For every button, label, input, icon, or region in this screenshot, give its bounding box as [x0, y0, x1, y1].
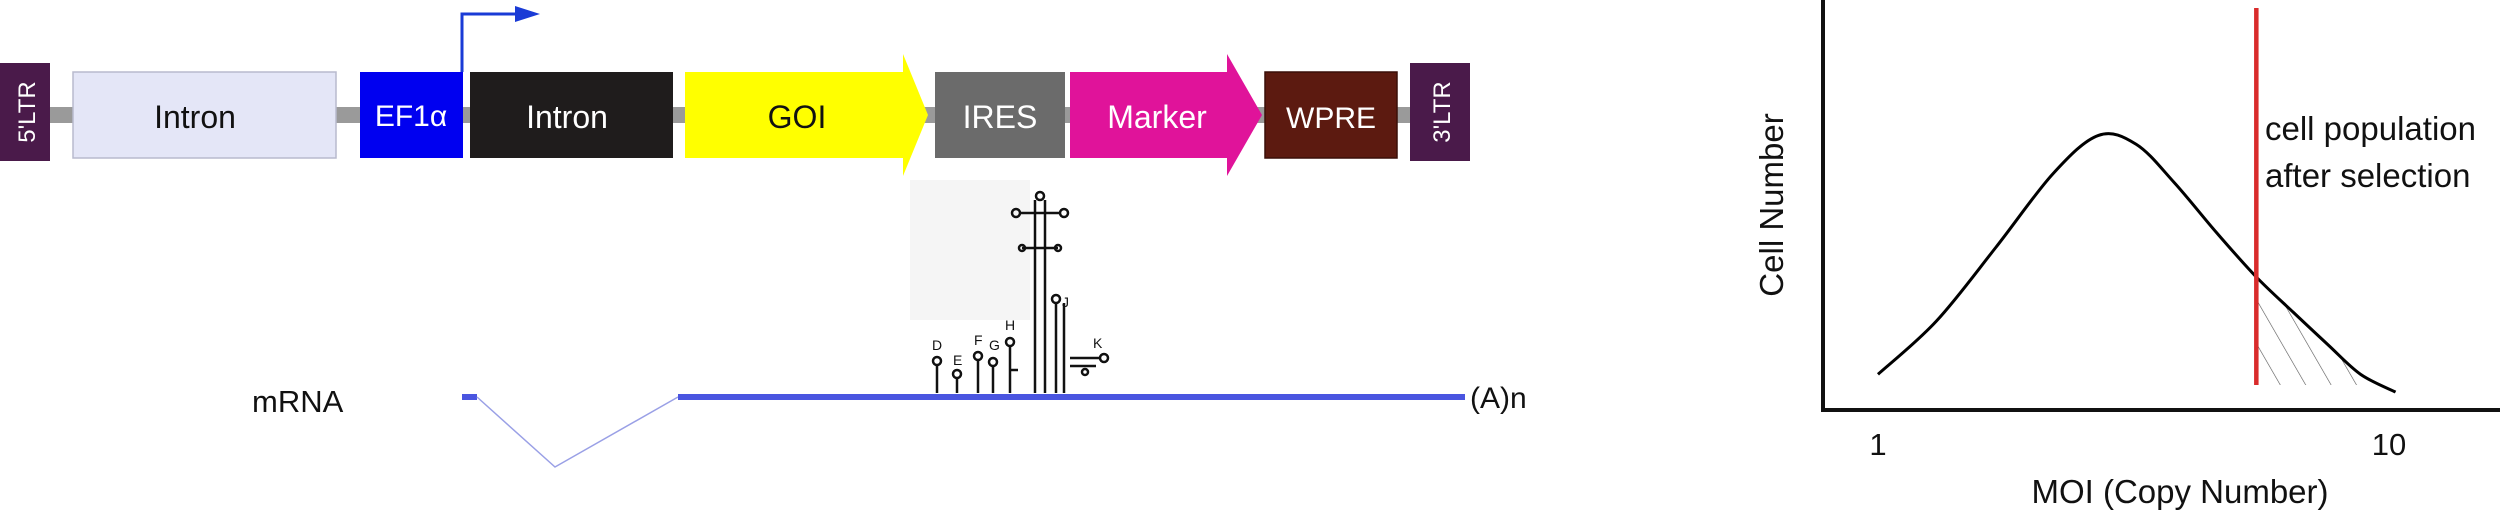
ires-label: IRES	[963, 99, 1038, 135]
intron1-label: Intron	[154, 99, 236, 135]
intron2-label: Intron	[526, 99, 608, 135]
ltr3-box	[1410, 63, 1470, 161]
intron2-box	[470, 72, 673, 158]
selected-population-hatch	[2256, 277, 2396, 392]
annotation-line-1: cell population	[2265, 110, 2476, 147]
moi-distribution-curve	[1876, 132, 2397, 394]
mrna-splice-junction	[476, 396, 679, 468]
wpre-label: WPRE	[1286, 102, 1376, 135]
ef1a-label: EF1α	[375, 100, 447, 133]
ltr5-box	[0, 63, 50, 161]
ef1a-box	[360, 72, 463, 158]
marker-label: Marker	[1107, 99, 1207, 135]
stemloop-label-e: E	[953, 352, 962, 368]
goi-label: GOI	[768, 99, 827, 135]
stemloop-label-i: I	[1043, 270, 1047, 286]
stemloop-label-k: K	[1093, 335, 1103, 351]
ltr5-label: 5'LTR	[14, 81, 41, 143]
mrna-label: mRNA	[252, 384, 344, 419]
wpre-rna-structure	[910, 180, 1110, 393]
stemloop-label-g: G	[989, 337, 1000, 353]
x-axis-label: MOI (Copy Number)	[2031, 473, 2328, 510]
marker-arrow	[1070, 54, 1262, 176]
x-tick-label-1: 1	[1869, 427, 1886, 462]
annotation-line-2: after selection	[2265, 157, 2470, 194]
mrna-diagram: mRNA (A)n	[252, 180, 1527, 468]
x-tick-label-10: 10	[2372, 427, 2406, 462]
wpre-box	[1264, 71, 1398, 159]
ires-box	[935, 72, 1065, 158]
stemloop-label-d: D	[932, 337, 942, 353]
goi-arrow	[685, 54, 928, 176]
stemloop-labels: D E F G H I J K	[932, 270, 1103, 368]
moi-chart: Cell Number MOI (Copy Number) 1 10 cell …	[1753, 0, 2500, 510]
stemloop-label-f: F	[974, 332, 983, 348]
vector-construct: 5'LTR Intron EF1α Intron GOI IRES Marker…	[0, 6, 1470, 176]
intron1-box	[72, 71, 337, 159]
y-axis-label: Cell Number	[1753, 113, 1790, 296]
promoter-arrow	[460, 6, 540, 72]
stemloop-label-j: J	[1062, 294, 1069, 310]
stemloop-label-h: H	[1005, 317, 1015, 333]
ltr3-label: 3'LTR	[1429, 81, 1456, 143]
polya-tail-label: (A)n	[1470, 382, 1527, 415]
